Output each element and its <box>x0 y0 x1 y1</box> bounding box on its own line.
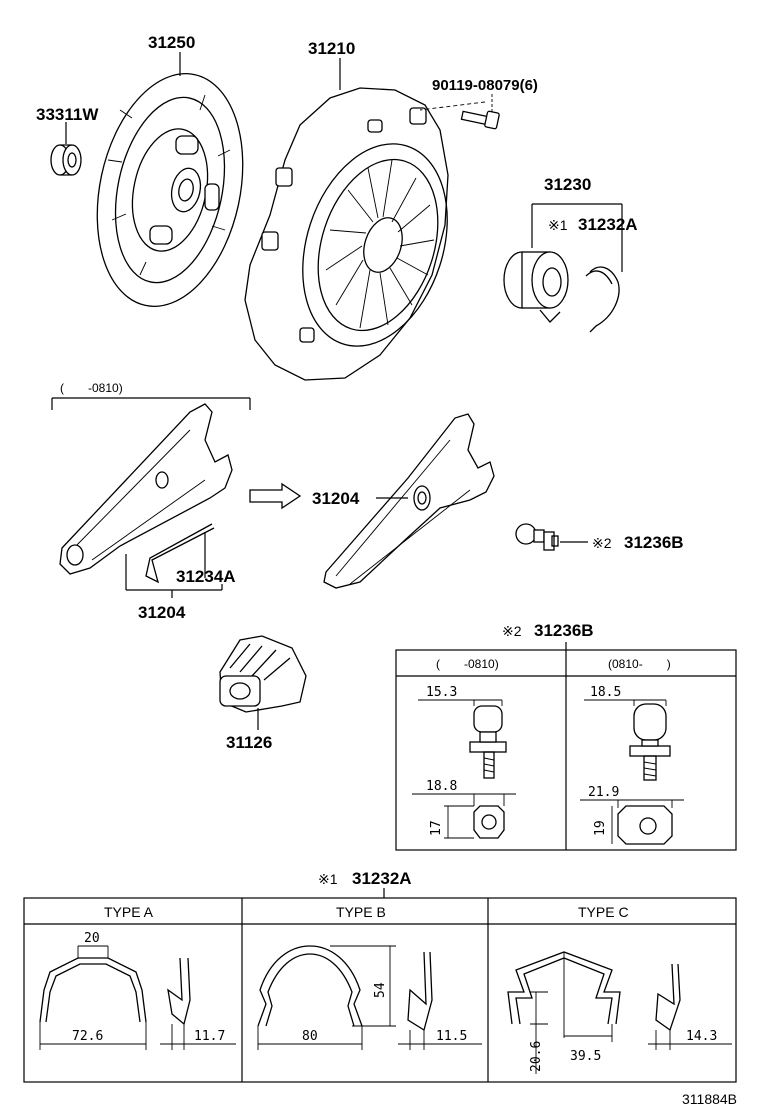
fork-range-label: ( -0810) <box>60 381 123 395</box>
clip-drawing <box>585 266 620 333</box>
type-c-clip-drawing <box>507 951 681 1038</box>
fork-old-label: 31204 <box>138 603 186 622</box>
type-a-width-dim: 72.6 <box>72 1029 103 1044</box>
fork-new-label: 31204 <box>312 489 360 508</box>
type-a-header: TYPE A <box>104 904 154 920</box>
bolt-label: 90119-08079(6) <box>432 77 538 94</box>
bolt-drawing <box>460 110 500 130</box>
clutch-cover-drawing <box>244 87 449 381</box>
pivot-col1-head-dim: 15.3 <box>426 685 457 700</box>
diagram-id: 311884B <box>682 1091 737 1107</box>
type-c-side-dim: 14.3 <box>686 1029 717 1044</box>
replacement-arrow <box>249 482 302 510</box>
clip-mark: ※1 <box>548 217 568 233</box>
pivot-mark: ※2 <box>592 535 612 551</box>
spring-drawing <box>145 523 215 584</box>
boot-drawing <box>219 635 307 713</box>
pivot-table-title: 31236B <box>534 621 594 640</box>
clip-label: 31232A <box>578 215 638 234</box>
type-a-top-dim: 20 <box>84 931 100 946</box>
pivot-label: 31236B <box>624 533 684 552</box>
clip-table-title: 31232A <box>352 869 412 888</box>
disc-label: 31250 <box>148 33 195 52</box>
pivot-col1-hex-dim: 18.8 <box>426 779 457 794</box>
release-bearing-drawing <box>503 251 569 323</box>
pivot-col2-head-dim: 18.5 <box>590 685 621 700</box>
pilot-bearing-label: 33311W <box>36 105 99 124</box>
type-c-header: TYPE C <box>578 904 629 920</box>
boot-label: 31126 <box>226 733 272 752</box>
spring-label: 31234A <box>176 567 236 586</box>
pivot-col2-height-dim: 19 <box>593 820 608 836</box>
pivot-col1-height-dim: 17 <box>429 820 444 836</box>
release-bearing-label: 31230 <box>544 175 591 194</box>
type-c-width-dim: 39.5 <box>570 1049 601 1064</box>
pivot-col2-hex-dim: 21.9 <box>588 785 619 800</box>
pivot-col1-header: ( -0810) <box>436 657 499 671</box>
type-a-side-dim: 11.7 <box>194 1029 225 1044</box>
pivot-large-drawing <box>617 703 673 845</box>
pivot-table-mark: ※2 <box>502 623 522 639</box>
cover-label: 31210 <box>308 39 355 58</box>
type-c-height-dim: 20.6 <box>529 1041 544 1072</box>
old-fork-drawing <box>59 403 233 575</box>
pivot-drawing <box>515 523 559 551</box>
pivot-col2-header: (0810- ) <box>608 657 671 671</box>
clutch-disc-drawing <box>96 73 244 307</box>
type-b-header: TYPE B <box>336 904 386 920</box>
new-fork-drawing <box>323 413 495 589</box>
pivot-small-drawing <box>469 705 507 839</box>
type-b-width-dim: 80 <box>302 1029 318 1044</box>
pilot-bearing-drawing <box>50 144 82 176</box>
type-b-side-dim: 11.5 <box>436 1029 467 1044</box>
clip-table-mark: ※1 <box>318 871 338 887</box>
type-b-clip-drawing <box>257 945 433 1032</box>
type-a-clip-drawing <box>39 957 191 1026</box>
type-b-height-dim: 54 <box>373 982 388 998</box>
